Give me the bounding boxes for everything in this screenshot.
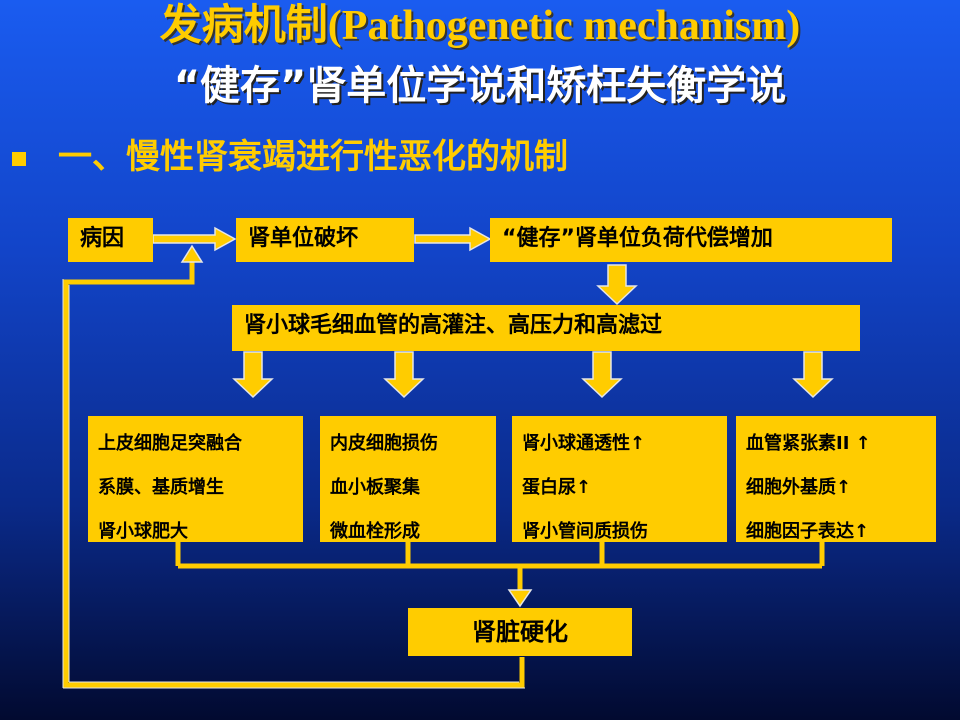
arrow-damage-to-load (414, 226, 492, 252)
effect-box-4: 血管紧张素II ↑ 细胞外基质↑ 细胞因子表达↑ (736, 416, 936, 542)
effect-line: 上皮细胞足突融合 (98, 433, 242, 454)
arrow-to-effect-3 (581, 351, 623, 399)
arrow-to-sclerosis-head (507, 589, 533, 608)
arrow-load-to-glomerular (596, 264, 638, 306)
effect-line: 肾小球通透性↑ (522, 433, 646, 454)
bullet-text: 一、慢性肾衰竭进行性恶化的机制 (58, 137, 568, 177)
effect-box-3: 肾小球通透性↑ 蛋白尿↑ 肾小管间质损伤 (512, 416, 727, 542)
effect-box-2: 内皮细胞损伤 血小板聚集 微血栓形成 (320, 416, 496, 542)
effect-box-1: 上皮细胞足突融合 系膜、基质增生 肾小球肥大 (88, 416, 303, 542)
node-load-increase: “健存”肾单位负荷代偿增加 (490, 218, 892, 262)
effect-line: 细胞外基质↑ (746, 477, 852, 498)
effect-line: 蛋白尿↑ (522, 477, 592, 498)
node-glomerular: 肾小球毛细血管的高灌注、高压力和高滤过 (232, 305, 860, 351)
node-cause: 病因 (68, 218, 153, 262)
effect-line: 系膜、基质增生 (98, 477, 224, 498)
node-sclerosis: 肾脏硬化 (408, 608, 632, 656)
effect-line: 血管紧张素II ↑ (746, 433, 871, 454)
effect-line: 微血栓形成 (330, 521, 420, 542)
effect-line: 细胞因子表达↑ (746, 521, 870, 542)
arrow-to-effect-2 (383, 351, 425, 399)
feedback-loop-line (63, 262, 525, 688)
slide-title: 发病机制(Pathogenetic mechanism) (159, 3, 801, 49)
bullet-square-icon (12, 152, 26, 166)
feedback-arrow-head (180, 244, 204, 263)
arrow-to-effect-4 (792, 351, 834, 399)
arrow-to-effect-1 (232, 351, 274, 399)
effect-line: 内皮细胞损伤 (330, 433, 438, 454)
effect-line: 血小板聚集 (330, 477, 420, 498)
node-nephron-damage: 肾单位破坏 (236, 218, 414, 262)
arrow-cause-to-damage (152, 226, 237, 252)
effect-line: 肾小球肥大 (98, 521, 188, 542)
slide-subtitle: “健存”肾单位学说和矫枉失衡学说 (173, 63, 787, 109)
effect-line: 肾小管间质损伤 (522, 521, 648, 542)
